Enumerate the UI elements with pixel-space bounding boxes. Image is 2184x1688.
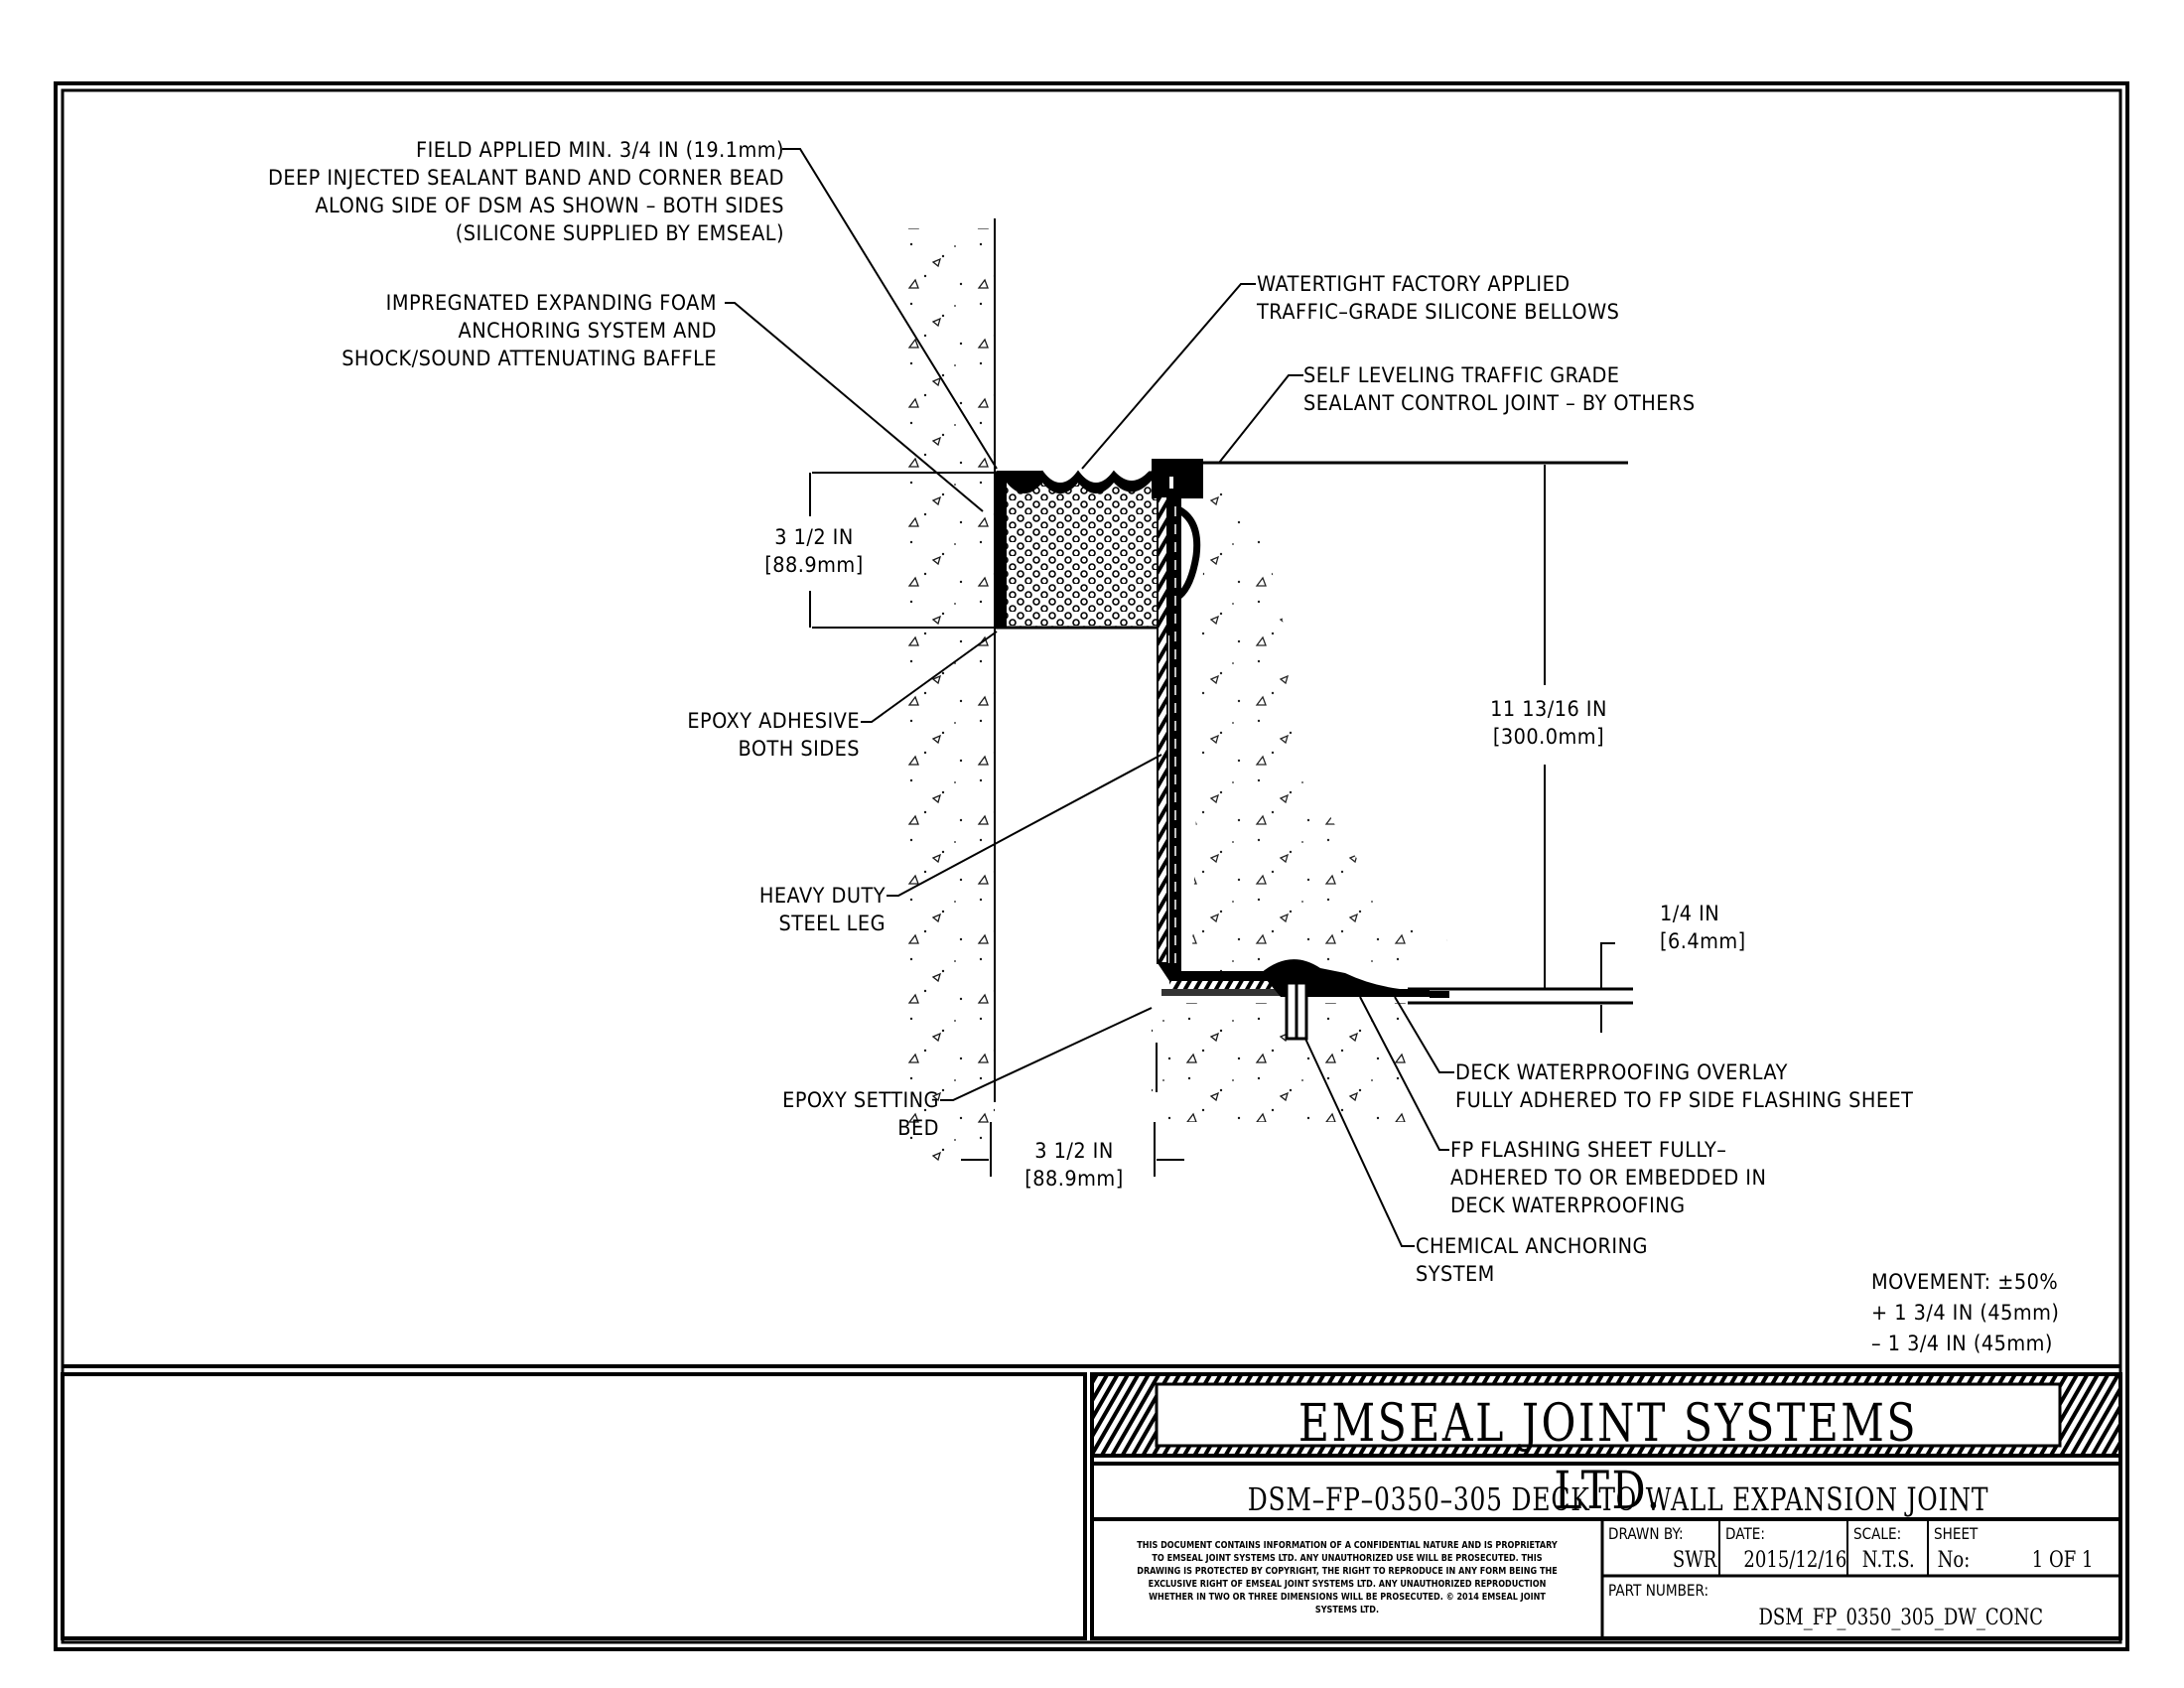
callout-self-leveling-sealant: SELF LEVELING TRAFFIC GRADE SEALANT CONT… — [1303, 363, 1696, 415]
dimension-foam-depth: 3 1/2 IN [88.9mm] — [764, 525, 864, 577]
callout-deck-waterproofing-overlay: DECK WATERPROOFING OVERLAY FULLY ADHERED… — [1455, 1060, 1914, 1112]
drawn-by-value: SWR — [1672, 1548, 1717, 1573]
callout-chemical-anchoring: CHEMICAL ANCHORING SYSTEM — [1416, 1234, 1648, 1286]
dimension-flange-thickness: 1/4 IN [6.4mm] — [1660, 902, 1746, 953]
movement-spec: MOVEMENT: ±50% + 1 3/4 IN (45mm) – 1 3/4… — [1871, 1270, 2060, 1355]
drawn-by-label: DRAWN BY: — [1608, 1524, 1684, 1543]
sheet-label: SHEET — [1934, 1524, 1979, 1543]
company-name: EMSEAL JOINT SYSTEMS LTD. — [1297, 1394, 1919, 1521]
substrate-lines — [994, 218, 1633, 1102]
sheet-no-label: No: — [1937, 1548, 1971, 1573]
callout-impregnated-foam: IMPREGNATED EXPANDING FOAM ANCHORING SYS… — [341, 291, 717, 370]
sheet-value: 1 OF 1 — [2031, 1548, 2094, 1573]
part-number-value: DSM_FP_0350_305_DW_CONC — [1758, 1606, 2044, 1630]
concrete-substrate — [903, 228, 1469, 1162]
dimension-lines — [809, 465, 1615, 1177]
scale-value: N.T.S. — [1861, 1548, 1915, 1573]
callout-silicone-bellows: WATERTIGHT FACTORY APPLIED TRAFFIC–GRADE… — [1257, 272, 1620, 324]
steel-leg — [1152, 459, 1449, 1041]
part-number-label: PART NUMBER: — [1608, 1581, 1709, 1600]
foam-baffle — [995, 470, 1163, 630]
dimension-base-width: 3 1/2 IN [88.9mm] — [1024, 1139, 1124, 1191]
callout-epoxy-adhesive: EPOXY ADHESIVE BOTH SIDES — [687, 709, 860, 761]
date-value: 2015/12/16 — [1743, 1548, 1847, 1573]
callout-steel-leg: HEAVY DUTY STEEL LEG — [758, 884, 886, 935]
callout-fp-flashing-sheet: FP FLASHING SHEET FULLY– ADHERED TO OR E… — [1450, 1138, 1767, 1217]
scale-label: SCALE: — [1853, 1524, 1902, 1543]
title-block — [1090, 1372, 2122, 1640]
date-label: DATE: — [1725, 1524, 1765, 1543]
sheet-border — [54, 81, 2129, 1651]
callout-epoxy-setting-bed: EPOXY SETTING BED — [782, 1088, 939, 1140]
revision-box — [61, 1372, 1087, 1640]
callout-field-applied-sealant: FIELD APPLIED MIN. 3/4 IN (19.1mm) DEEP … — [267, 138, 784, 245]
dimension-leg-height: 11 13/16 IN [300.0mm] — [1490, 697, 1607, 749]
leader-lines — [725, 148, 1454, 1247]
drawing-title: DSM–FP–0350–305 DECK TO WALL EXPANSION J… — [1247, 1480, 1989, 1518]
confidentiality-disclaimer: THIS DOCUMENT CONTAINS INFORMATION OF A … — [1137, 1540, 1558, 1616]
